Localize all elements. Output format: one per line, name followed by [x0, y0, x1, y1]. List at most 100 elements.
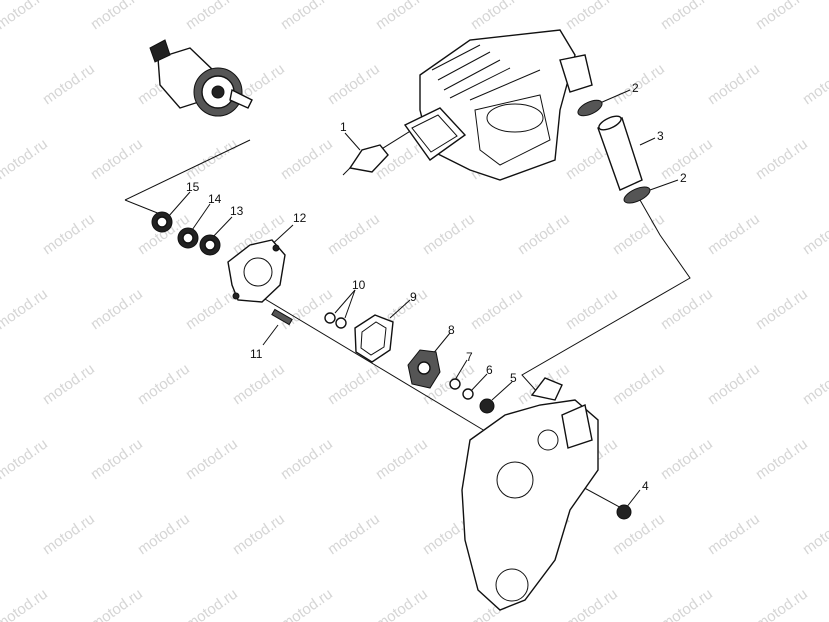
watermark-text: motod.ru [563, 585, 621, 622]
watermark-text: motod.ru [183, 585, 241, 622]
watermark-text: motod.ru [515, 210, 573, 258]
callout-7: 7 [466, 350, 473, 364]
watermark-text: motod.ru [800, 60, 829, 108]
callout-12: 12 [293, 211, 307, 225]
watermark-text: motod.ru [135, 360, 193, 408]
watermark-text: motod.ru [278, 0, 336, 33]
watermark-text: motod.ru [183, 0, 241, 33]
watermark-text: motod.ru [563, 0, 621, 33]
part-3-coolant-hose [597, 115, 643, 191]
watermark-text: motod.ru [753, 0, 811, 33]
watermark-text: motod.ru [88, 435, 146, 483]
watermark-text: motod.ru [88, 135, 146, 183]
watermark-text: motod.ru [800, 360, 829, 408]
watermark-text: motod.ru [0, 285, 51, 333]
callout-10: 10 [352, 278, 366, 292]
water-pump-drive-gear-shaft [149, 39, 253, 117]
part-2-hose-clamp-lower [623, 186, 651, 204]
part-15-seal [151, 211, 173, 233]
watermark-text: motod.ru [800, 510, 829, 558]
watermark-text: motod.ru [230, 510, 288, 558]
part-5-nut [479, 398, 495, 414]
watermark-text: motod.ru [658, 585, 716, 622]
watermark-text: motod.ru [705, 60, 763, 108]
part-11-stud [271, 308, 293, 326]
watermark-text: motod.ru [40, 510, 98, 558]
watermark-text: motod.ru [183, 285, 241, 333]
callout-2-lower: 2 [680, 171, 687, 185]
watermark-text: motod.ru [230, 360, 288, 408]
callout-11: 11 [250, 347, 263, 361]
watermark-text: motod.ru [88, 0, 146, 33]
watermark-text: motod.ru [183, 135, 241, 183]
watermark-text: motod.ru [278, 135, 336, 183]
watermark-text: motod.ru [40, 210, 98, 258]
part-12-water-pump-housing [227, 239, 286, 303]
watermark-text: motod.ru [40, 60, 98, 108]
watermark-text: motod.ru [800, 210, 829, 258]
callout-15: 15 [186, 180, 200, 194]
watermark-text: motod.ru [0, 360, 3, 408]
watermark-text: motod.ru [753, 135, 811, 183]
callout-3: 3 [657, 129, 664, 143]
part-1-temperature-sender [342, 144, 389, 176]
watermark-text: motod.ru [610, 510, 668, 558]
watermark-text: motod.ru [325, 360, 383, 408]
part-10-o-rings [324, 312, 347, 329]
watermark-text: motod.ru [658, 435, 716, 483]
callout-6: 6 [486, 363, 493, 377]
watermark-text: motod.ru [705, 210, 763, 258]
watermark-text: motod.ru [753, 435, 811, 483]
watermark-text: motod.ru [373, 585, 431, 622]
watermark-text: motod.ru [705, 360, 763, 408]
watermark-text: motod.ru [468, 0, 526, 33]
part-6-seal [462, 388, 474, 400]
watermark-text: motod.ru [40, 360, 98, 408]
callout-1: 1 [340, 120, 347, 134]
part-2-hose-clamp-upper [577, 99, 603, 117]
callout-5: 5 [510, 371, 517, 385]
part-13-bearing [199, 234, 221, 256]
watermark-text: motod.ru [373, 0, 431, 33]
watermark-text: motod.ru [278, 585, 336, 622]
part-7-washer [449, 378, 461, 390]
watermark-text: motod.ru [0, 585, 51, 622]
part-14-bearing [177, 227, 199, 249]
watermark-text: motod.ru [658, 285, 716, 333]
watermark-text: motod.ru [325, 210, 383, 258]
callout-labels: 1 2 2 3 4 5 6 7 8 9 10 11 12 13 14 15 [186, 81, 687, 493]
watermark-text: motod.ru [753, 285, 811, 333]
watermark-text: motod.ru [468, 285, 526, 333]
engine-cylinder-head [403, 29, 593, 181]
callout-14: 14 [208, 192, 222, 206]
watermark-text: motod.ru [135, 510, 193, 558]
watermark-text: motod.ru [278, 285, 336, 333]
part-8-impeller [407, 349, 441, 389]
watermark-text: motod.ru [0, 210, 3, 258]
watermark-text: motod.ru [183, 435, 241, 483]
watermark-text: motod.ru [753, 585, 811, 622]
watermark-text: motod.ru [0, 135, 51, 183]
watermark-text: motod.ru [563, 285, 621, 333]
watermark-text: motod.ru [278, 435, 336, 483]
watermark-text: motod.ru [0, 60, 3, 108]
watermark-text: motod.ru [658, 0, 716, 33]
watermark-text: motod.ru [610, 360, 668, 408]
watermark-text: motod.ru [325, 60, 383, 108]
callout-8: 8 [448, 323, 455, 337]
watermark-text: motod.ru [420, 210, 478, 258]
watermark-text: motod.ru [88, 285, 146, 333]
part-9-gasket [354, 314, 394, 363]
callout-4: 4 [642, 479, 649, 493]
watermark-text: motod.ru [705, 510, 763, 558]
watermark-text: motod.ru [88, 585, 146, 622]
callout-13: 13 [230, 204, 244, 218]
callout-2-upper: 2 [632, 81, 639, 95]
crankcase-cover [461, 377, 599, 611]
watermark-text: motod.ru [373, 435, 431, 483]
watermark-text: motod.ru [0, 0, 51, 33]
watermark-text: motod.ru [0, 435, 51, 483]
watermark-text: motod.ru [325, 510, 383, 558]
